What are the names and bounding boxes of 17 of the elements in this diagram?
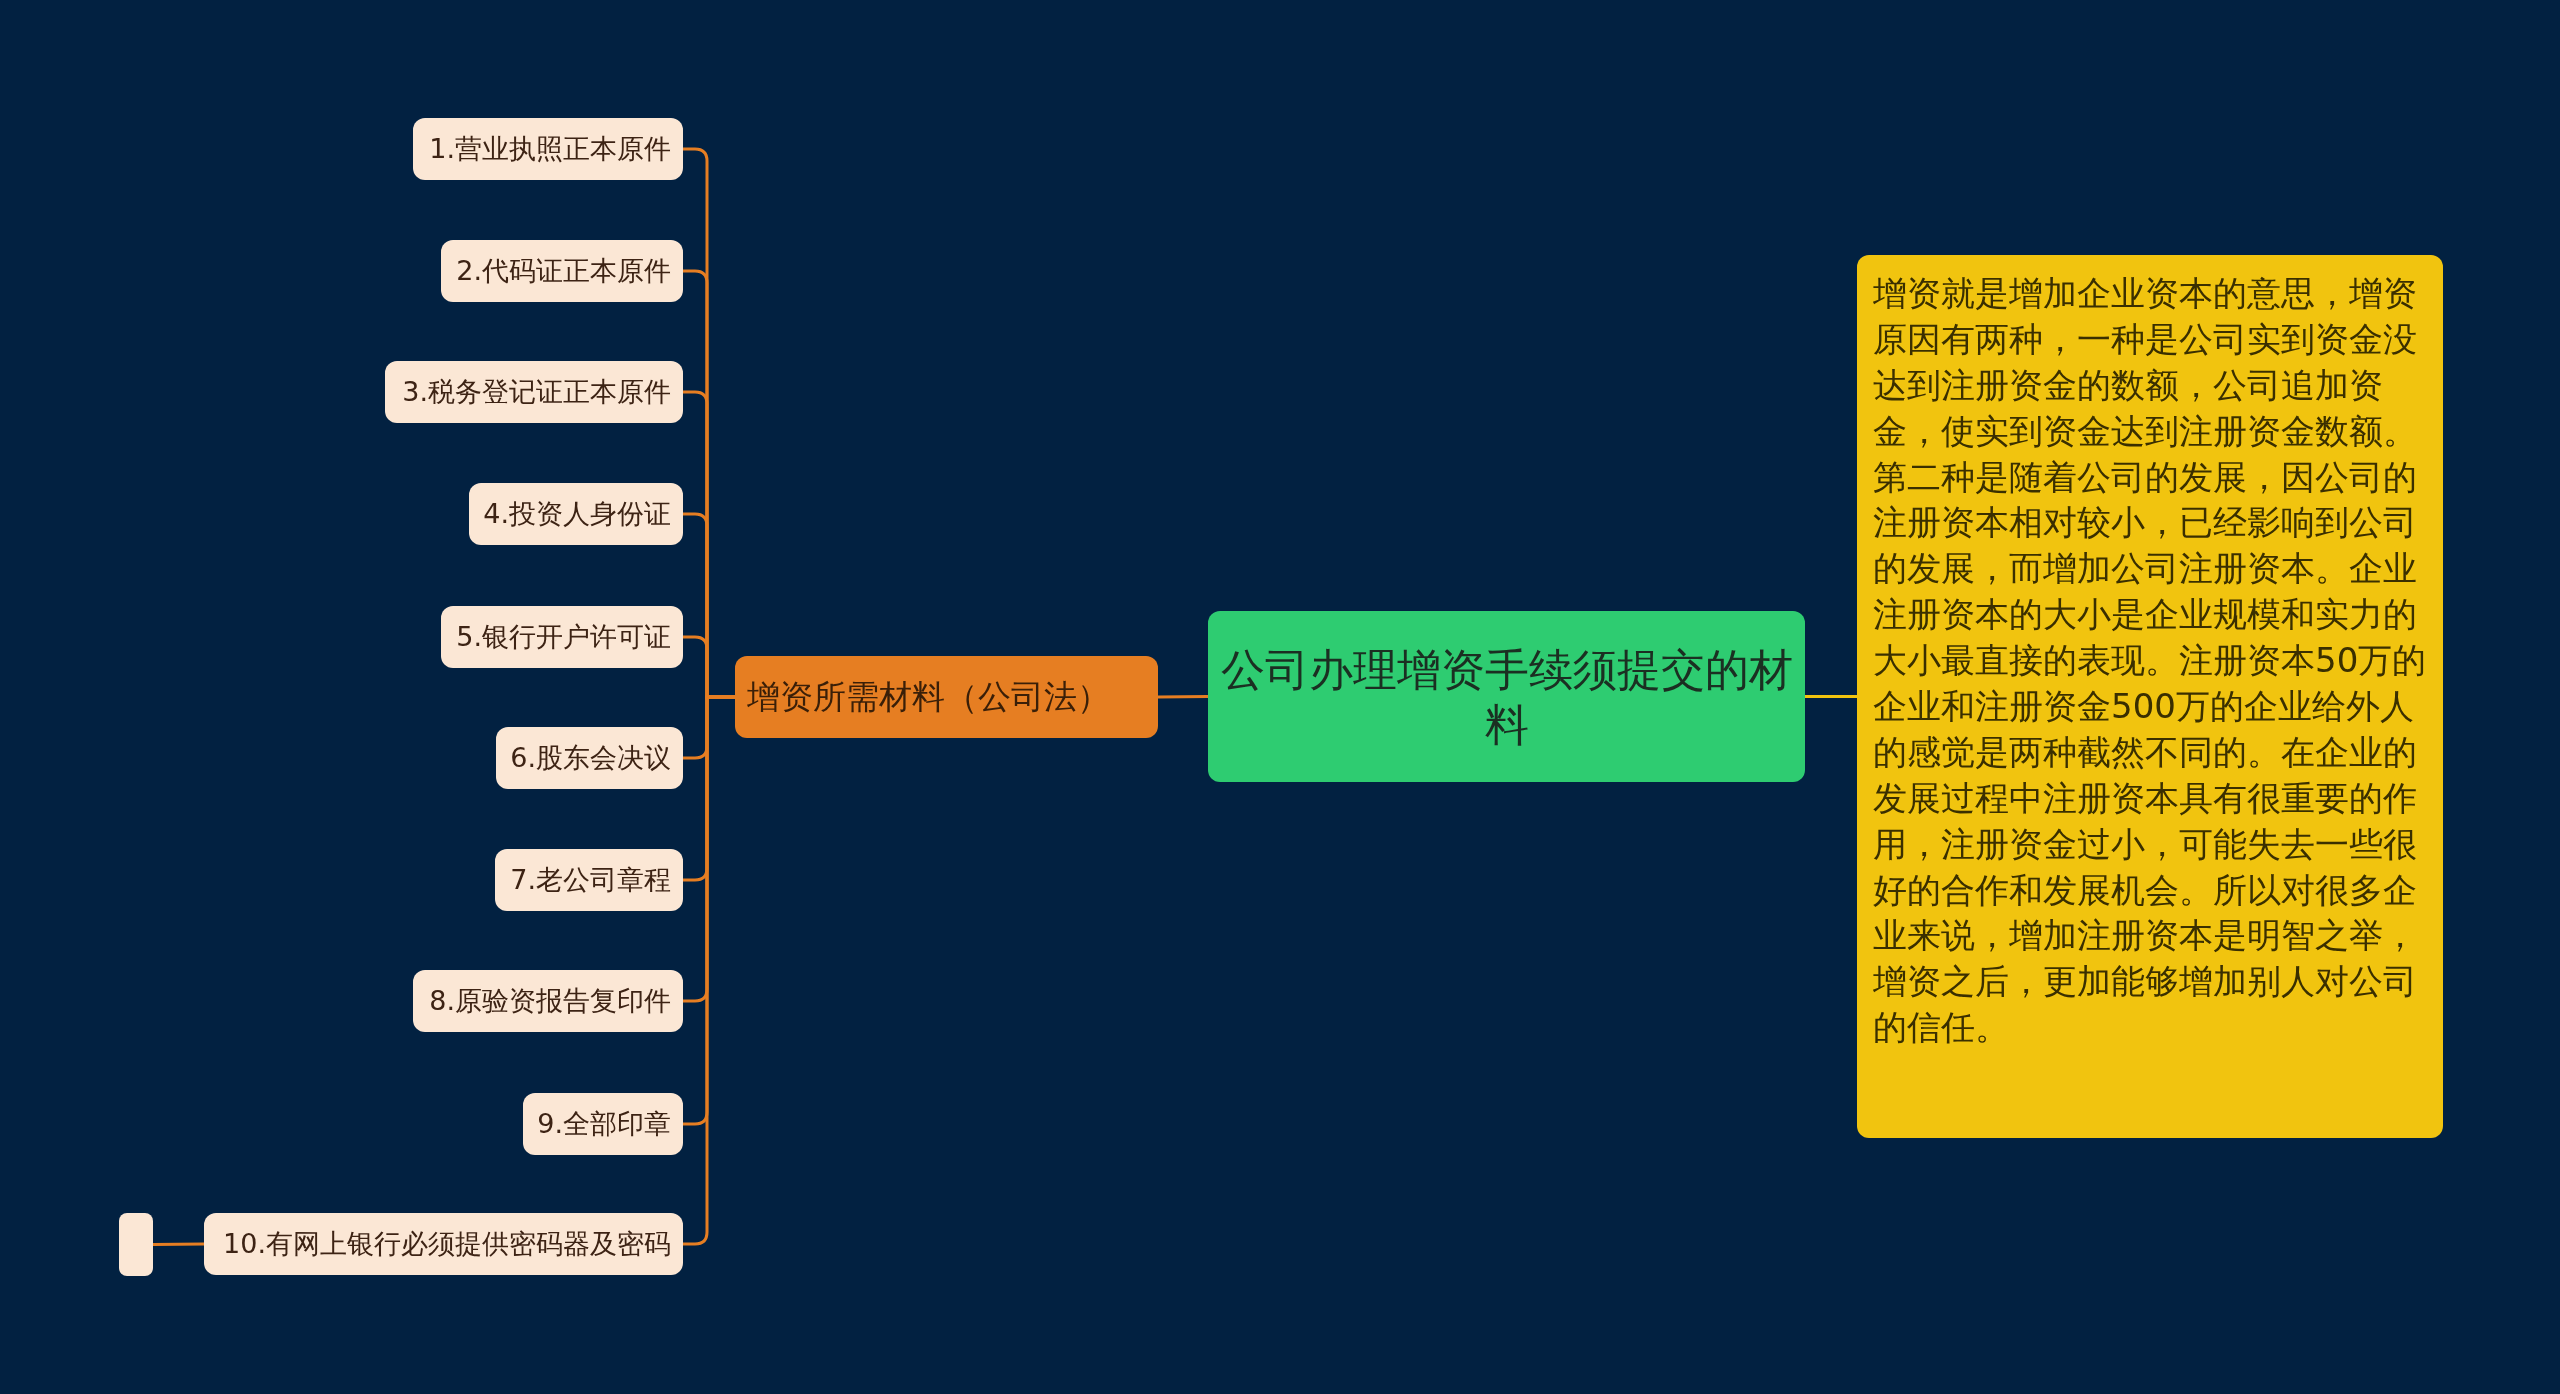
topic-box: 公司办理增资手续须提交的材料: [1208, 611, 1805, 782]
item-box: 10.有网上银行必须提供密码器及密码: [204, 1213, 683, 1275]
empty-box: [119, 1213, 153, 1276]
branch-box: 增资所需材料（公司法）: [735, 656, 1158, 738]
item-box: 3.税务登记证正本原件: [385, 361, 683, 423]
item-box: 9.全部印章: [523, 1093, 683, 1155]
connector-line: [153, 1242, 204, 1246]
item-box: 4.投资人身份证: [469, 483, 683, 545]
connector-line: [1805, 695, 1857, 698]
connector-line: [1158, 695, 1208, 699]
note-box: 增资就是增加企业资本的意思，增资原因有两种，一种是公司实到资金没达到注册资金的数额，公司追加资金，使实到资金达到注册资金数额。第二种是随着公司的发展，因公司的注册资本相对较小，已经影响到公司的发展，而增加公司注册资本。企业注册资本的大小是企业规模和实力的大小最直接的表现。注册资本50万的企业和注册资金500万的企业给外人的感觉是两种截然不同的。在企业的发展过程中注册资本具有很重要的作用，注册资金过小，可能失去一些很好的合作和发展机会。所以对很多企业来说，增加注册资本是明智之举，增资之后，更加能够增加别人对公司的信任。: [1857, 255, 2443, 1138]
item-box: 2.代码证正本原件: [441, 240, 683, 302]
item-box: 1.营业执照正本原件: [413, 118, 683, 180]
item-box: 7.老公司章程: [495, 849, 683, 911]
item-box: 8.原验资报告复印件: [413, 970, 683, 1032]
item-box: 6.股东会决议: [496, 727, 683, 789]
item-box: 5.银行开户许可证: [441, 606, 683, 668]
